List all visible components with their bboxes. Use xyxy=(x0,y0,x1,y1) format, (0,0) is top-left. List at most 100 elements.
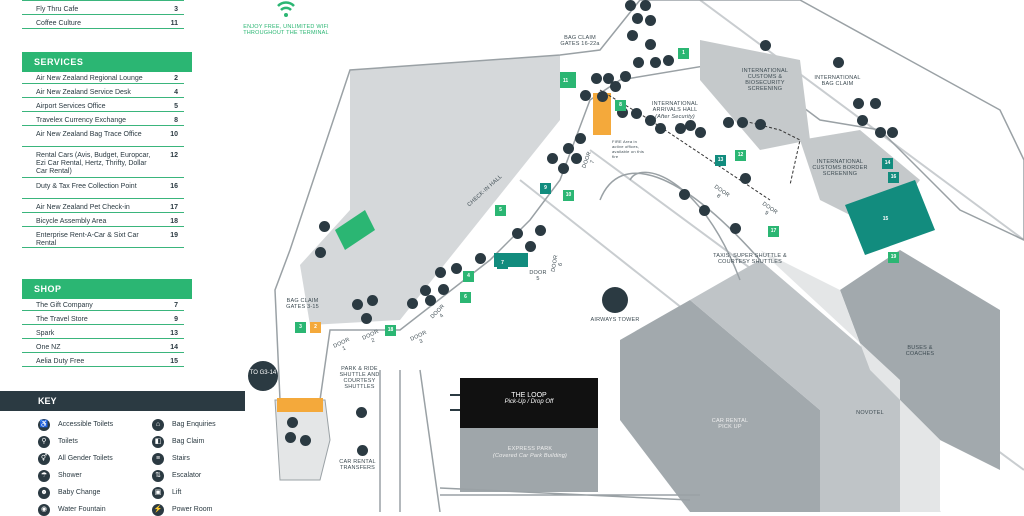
facility-icon[interactable] xyxy=(620,71,631,82)
facility-icon[interactable] xyxy=(315,247,326,258)
facility-icon[interactable] xyxy=(640,0,651,11)
buses-area xyxy=(840,250,1000,470)
facility-number-badge[interactable]: 7 xyxy=(497,258,508,269)
facility-icon[interactable] xyxy=(723,117,734,128)
facility-icon[interactable] xyxy=(285,432,296,443)
facility-number-badge[interactable]: 18 xyxy=(385,325,396,336)
facility-icon[interactable] xyxy=(535,225,546,236)
facility-number-badge[interactable]: 6 xyxy=(460,292,471,303)
facility-icon[interactable] xyxy=(857,115,868,126)
facility-icon[interactable] xyxy=(603,73,614,84)
facility-icon[interactable] xyxy=(475,253,486,264)
facility-icon[interactable] xyxy=(425,295,436,306)
facility-icon[interactable] xyxy=(438,284,449,295)
facility-icon[interactable] xyxy=(833,57,844,68)
facility-icon[interactable] xyxy=(571,153,582,164)
facility-icon[interactable] xyxy=(512,228,523,239)
loop-road-2 xyxy=(439,487,700,501)
legend-row-label: Duty & Tax Free Collection Point xyxy=(36,183,137,190)
facility-icon[interactable] xyxy=(679,189,690,200)
facility-icon[interactable] xyxy=(740,173,751,184)
facility-icon[interactable] xyxy=(655,123,666,134)
to-gates-label: TO G3-14 xyxy=(249,370,277,376)
facility-number-badge[interactable]: 14 xyxy=(882,158,893,169)
facility-icon[interactable] xyxy=(451,263,462,274)
facility-icon[interactable] xyxy=(650,57,661,68)
intl-area xyxy=(700,40,810,150)
facility-icon[interactable] xyxy=(352,299,363,310)
facility-icon[interactable] xyxy=(675,123,686,134)
facility-icon[interactable] xyxy=(591,73,602,84)
express-park-area xyxy=(460,428,598,492)
facility-number-badge[interactable]: 12 xyxy=(735,150,746,161)
legend-row-number: 11 xyxy=(170,20,178,27)
facility-icon[interactable] xyxy=(597,91,608,102)
facility-icon[interactable] xyxy=(645,39,656,50)
facility-icon[interactable] xyxy=(875,127,886,138)
facility-icon[interactable] xyxy=(420,285,431,296)
facility-icon[interactable] xyxy=(645,15,656,26)
facility-number-badge[interactable]: 11 xyxy=(560,76,571,87)
facility-number-badge[interactable]: 15 xyxy=(880,214,891,225)
facility-icon[interactable] xyxy=(580,90,591,101)
facility-icon[interactable] xyxy=(435,267,446,278)
facility-icon[interactable] xyxy=(287,417,298,428)
facility-number-badge[interactable]: 1 xyxy=(678,48,689,59)
key-item-label: Toilets xyxy=(58,438,78,445)
facility-icon[interactable] xyxy=(407,298,418,309)
facility-icon[interactable] xyxy=(737,117,748,128)
facility-icon[interactable] xyxy=(525,241,536,252)
facility-number-badge[interactable]: 2 xyxy=(310,322,321,333)
facility-number-badge[interactable]: 17 xyxy=(768,226,779,237)
facility-icon[interactable] xyxy=(887,127,898,138)
label-buses: BUSES & COACHES xyxy=(905,345,935,357)
facility-icon[interactable] xyxy=(699,205,710,216)
facility-number-badge[interactable]: 10 xyxy=(563,190,574,201)
legend-row-label: Air New Zealand Bag Trace Office xyxy=(36,131,142,138)
facility-icon[interactable] xyxy=(627,30,638,41)
facility-icon[interactable] xyxy=(631,108,642,119)
facility-icon[interactable] xyxy=(730,223,741,234)
facility-icon[interactable] xyxy=(617,107,628,118)
key-item-icon: ◉ xyxy=(38,504,50,516)
facility-icon[interactable] xyxy=(558,163,569,174)
facility-icon[interactable] xyxy=(319,221,330,232)
facility-icon[interactable] xyxy=(361,313,372,324)
facility-icon[interactable] xyxy=(563,143,574,154)
legend-row-label: Fly Thru Cafe xyxy=(36,6,79,13)
facility-icon[interactable] xyxy=(695,127,706,138)
facility-icon[interactable] xyxy=(645,115,656,126)
legend-row-label: Airport Services Office xyxy=(36,103,106,110)
facility-icon[interactable] xyxy=(760,40,771,51)
facility-icon[interactable] xyxy=(300,435,311,446)
car-rental-area xyxy=(620,300,820,512)
facility-icon[interactable] xyxy=(853,98,864,109)
facility-icon[interactable] xyxy=(610,81,621,92)
facility-number-badge[interactable]: 9 xyxy=(540,183,551,194)
facility-icon[interactable] xyxy=(356,407,367,418)
facility-icon[interactable] xyxy=(685,120,696,131)
facility-number-badge[interactable]: 16 xyxy=(888,172,899,183)
facility-number-badge[interactable]: 13 xyxy=(715,155,726,166)
facility-number-badge[interactable]: 4 xyxy=(463,271,474,282)
shop-heading: SHOP xyxy=(22,279,192,299)
label-taxis: TAXIS, SUPER SHUTTLE & COURTESY SHUTTLES xyxy=(713,253,787,265)
facility-icon[interactable] xyxy=(632,13,643,24)
facility-icon[interactable] xyxy=(625,0,636,11)
facility-number-badge[interactable]: 3 xyxy=(295,322,306,333)
facility-icon[interactable] xyxy=(367,295,378,306)
facility-icon[interactable] xyxy=(633,57,644,68)
facility-icon[interactable] xyxy=(663,55,674,66)
facility-icon[interactable] xyxy=(357,445,368,456)
facility-icon[interactable] xyxy=(755,119,766,130)
to-gates-badge[interactable]: TO G3-14 xyxy=(248,361,278,391)
facility-icon[interactable] xyxy=(575,133,586,144)
facility-number-badge[interactable]: 5 xyxy=(495,205,506,216)
facility-number-badge[interactable]: 8 xyxy=(615,100,626,111)
label-car-rental-pickup: CAR RENTAL PICK UP xyxy=(711,418,749,430)
facility-icon[interactable] xyxy=(547,153,558,164)
facility-icon[interactable] xyxy=(870,98,881,109)
facility-number-badge[interactable]: 19 xyxy=(888,252,899,263)
